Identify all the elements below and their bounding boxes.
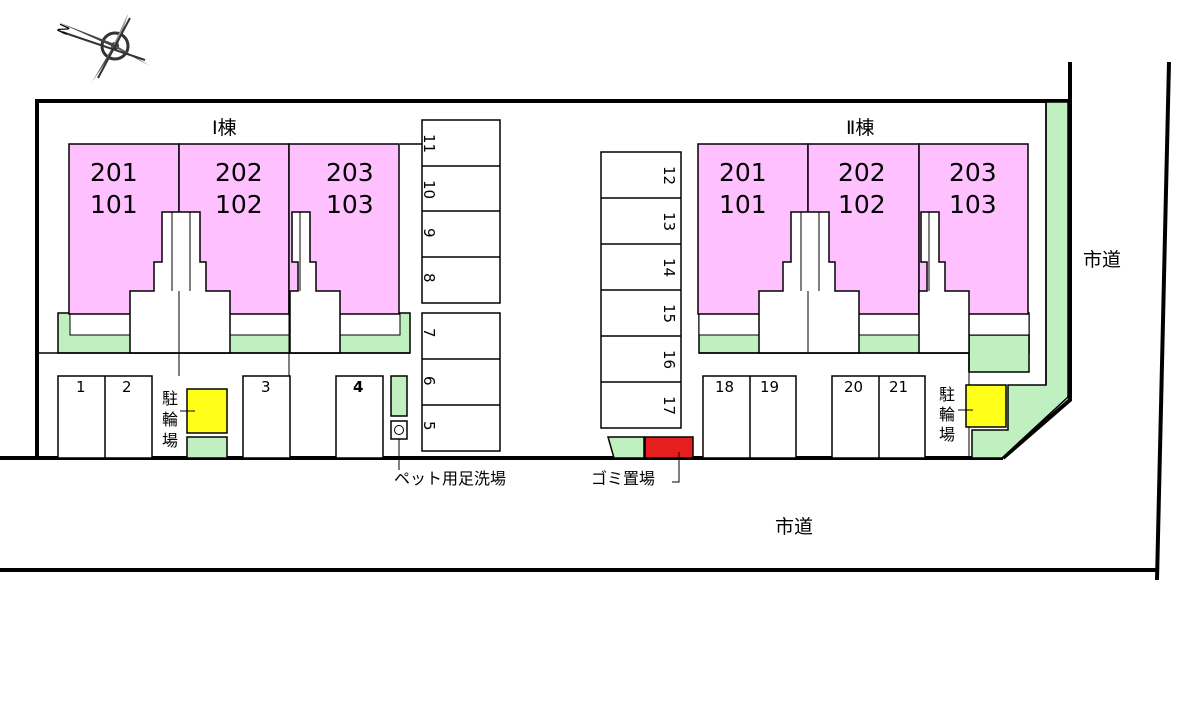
bicycle-parking-label: 駐: [162, 389, 178, 408]
parking-space-number: 10: [420, 180, 438, 199]
parking-space-number: 20: [844, 378, 863, 396]
parking-space-number: 18: [715, 378, 734, 396]
garbage-label: ゴミ置場: [591, 469, 655, 488]
garbage-area: ゴミ置場: [591, 436, 694, 488]
bicycle-parking-right: 駐 輪 場: [939, 384, 1007, 444]
pet-foot-wash-label: ペット用足洗場: [394, 469, 506, 488]
unit-number-upper: 203: [949, 158, 997, 187]
parking-space-number: 11: [420, 134, 438, 153]
unit-number-lower: 101: [90, 190, 138, 219]
bicycle-parking-left: 駐 輪 場: [162, 388, 228, 459]
green-area: [968, 334, 1030, 373]
unit-number-upper: 201: [719, 158, 767, 187]
road-edge-line: [1155, 61, 1171, 581]
parking-center-lower: 7 6 5: [420, 312, 501, 452]
unit-number-lower: 102: [838, 190, 886, 219]
parking-space-number: 14: [660, 258, 678, 277]
parking-space-number: 21: [889, 378, 908, 396]
bicycle-parking-label: 場: [939, 425, 955, 444]
parking-right-column: 12 13 14 15 16 17: [600, 151, 682, 429]
unit-number-upper: 202: [215, 158, 263, 187]
parking-space-number: 13: [660, 212, 678, 231]
unit-number-upper: 201: [90, 158, 138, 187]
parking-front-left: 1 2 3 4: [57, 375, 384, 459]
parking-space-number: 15: [660, 304, 678, 323]
property-boundary: [35, 99, 1072, 460]
bicycle-parking-label: 場: [162, 431, 178, 450]
unit-number-lower: 102: [215, 190, 263, 219]
parking-space-number: 8: [420, 273, 438, 283]
parking-space-number: 2: [122, 378, 132, 396]
bicycle-parking-label: 輪: [939, 405, 955, 424]
parking-space-number: 3: [261, 378, 271, 396]
parking-space-number: 12: [660, 166, 678, 185]
pet-foot-wash: ペット用足洗場: [390, 375, 506, 488]
building-1: Ⅰ棟 201 101 202 102 203 103: [37, 117, 422, 458]
parking-center-upper: 11 10 9 8: [420, 119, 501, 304]
bicycle-parking-label: 駐: [939, 385, 955, 404]
parking-space-number: 4: [353, 378, 363, 396]
unit-number-lower: 101: [719, 190, 767, 219]
parking-space-number: 16: [660, 350, 678, 369]
parking-front-right: 18 19 20 21: [702, 375, 926, 459]
parking-space-number: 17: [660, 396, 678, 415]
building-2: Ⅱ棟 201 101 202 102 203 103: [697, 117, 1030, 458]
road-label-right: 市道: [1083, 249, 1121, 271]
unit-number-lower: 103: [949, 190, 997, 219]
bicycle-parking-label: 輪: [162, 410, 178, 429]
parking-space-number: 7: [420, 328, 438, 338]
building-2-name: Ⅱ棟: [846, 117, 874, 139]
parking-space-number: 5: [420, 421, 438, 431]
green-area: [971, 101, 1069, 459]
parking-space-number: 1: [76, 378, 86, 396]
parking-space-number: 6: [420, 376, 438, 386]
unit-number-upper: 203: [326, 158, 374, 187]
parking-space-number: 9: [420, 228, 438, 238]
compass-rose-icon: N: [55, 14, 150, 82]
road-label-bottom: 市道: [775, 516, 813, 538]
parking-space-number: 19: [760, 378, 779, 396]
building-1-name: Ⅰ棟: [212, 117, 237, 139]
unit-number-lower: 103: [326, 190, 374, 219]
unit-number-upper: 202: [838, 158, 886, 187]
